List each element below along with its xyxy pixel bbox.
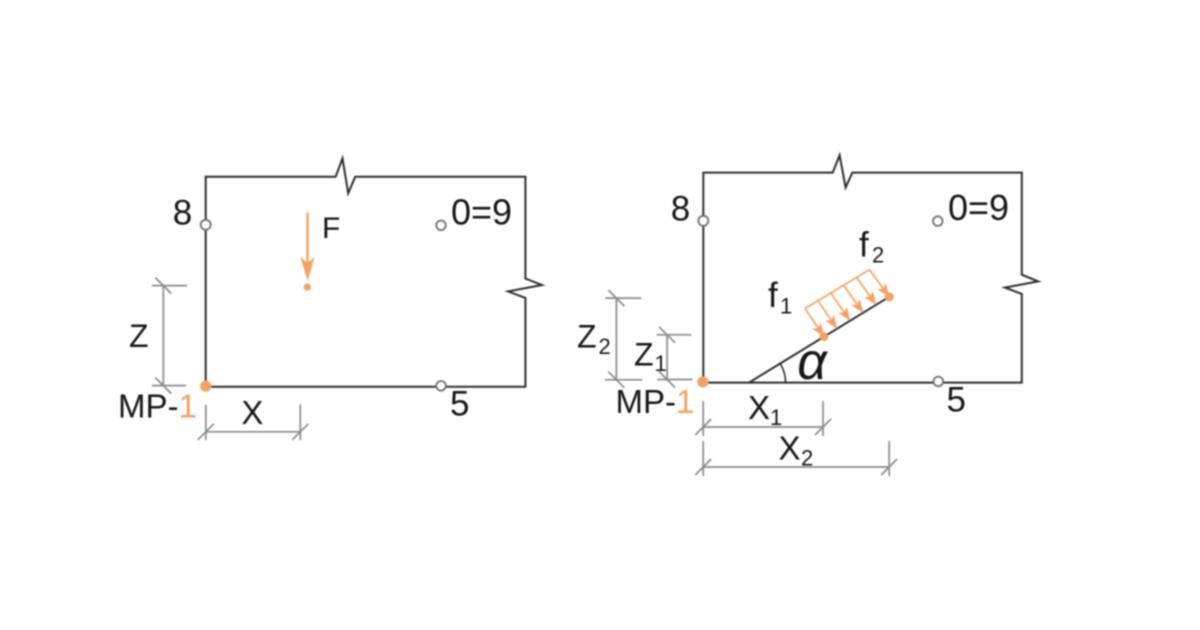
svg-text:1: 1 — [770, 405, 782, 430]
svg-text:X: X — [241, 394, 263, 431]
svg-text:1: 1 — [780, 293, 792, 318]
svg-text:8: 8 — [671, 190, 690, 229]
svg-text:f: f — [859, 226, 869, 265]
svg-text:0=9: 0=9 — [948, 187, 1009, 228]
svg-text:X: X — [748, 389, 770, 426]
svg-text:2: 2 — [599, 334, 611, 359]
svg-text:1: 1 — [655, 351, 667, 376]
svg-text:0=9: 0=9 — [451, 192, 512, 233]
svg-text:MP-1: MP-1 — [616, 383, 695, 420]
svg-text:Z: Z — [634, 337, 654, 373]
svg-text:X: X — [779, 430, 801, 467]
svg-text:8: 8 — [173, 193, 192, 232]
svg-text:5: 5 — [947, 381, 966, 420]
svg-text:MP-1: MP-1 — [118, 388, 197, 425]
svg-text:2: 2 — [801, 446, 813, 471]
svg-text:α: α — [797, 333, 828, 391]
svg-text:F: F — [322, 212, 340, 245]
svg-text:f: f — [768, 276, 778, 315]
svg-text:Z: Z — [129, 318, 149, 354]
svg-text:5: 5 — [450, 385, 469, 424]
svg-text:Z: Z — [577, 319, 597, 355]
svg-text:2: 2 — [872, 243, 884, 268]
